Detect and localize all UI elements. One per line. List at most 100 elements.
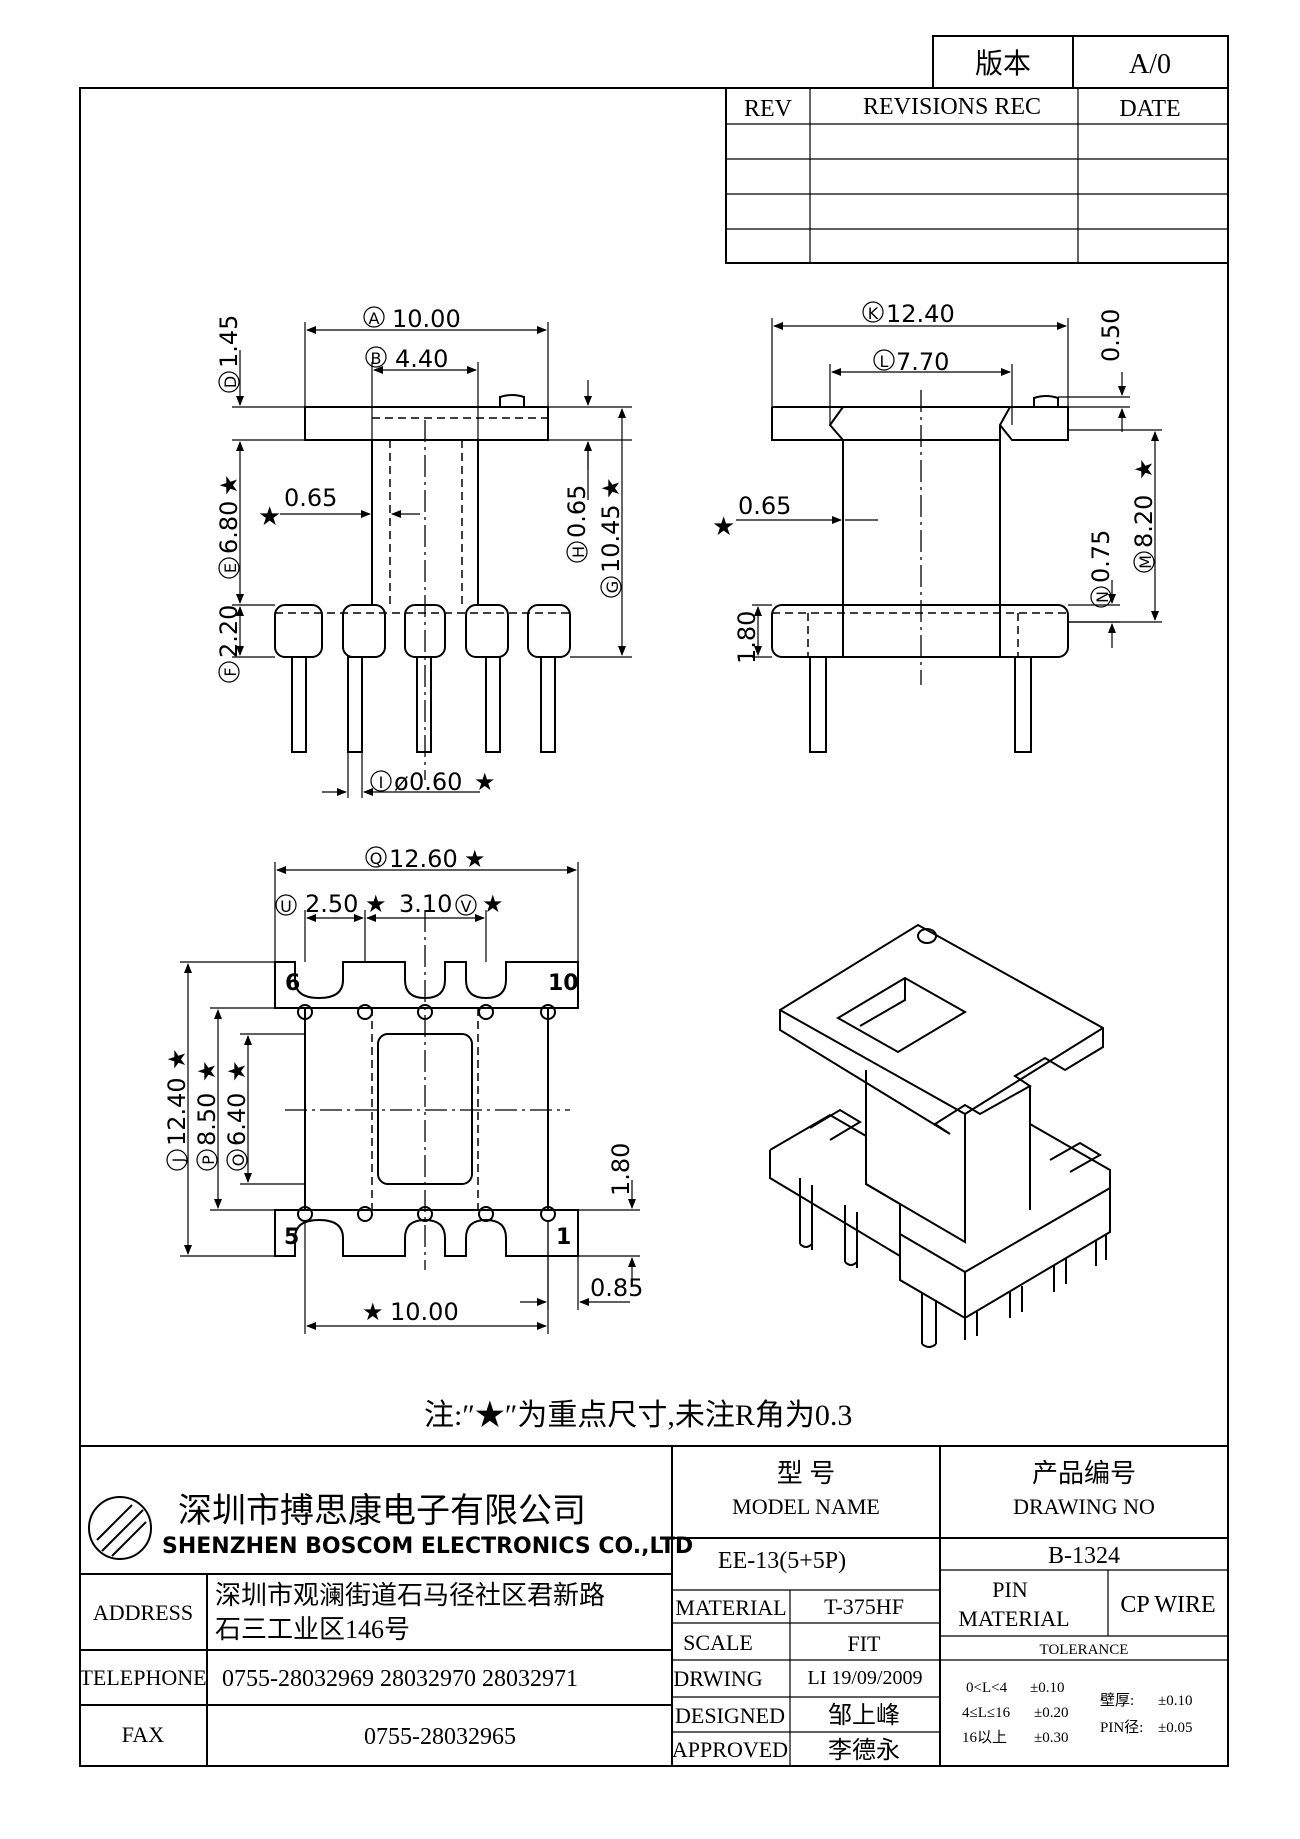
model-value: EE-13(5+5P) (718, 1548, 846, 1574)
pin-dia-tol-value: ±0.05 (1158, 1720, 1192, 1736)
drawing-frame (79, 87, 1229, 1767)
pitch-total-star: ★ (362, 1298, 384, 1326)
dim-letter-v: V (461, 897, 472, 916)
dim-o-star: ★ (223, 1060, 251, 1082)
title-block: 深圳市搏思康电子有限公司 SHENZHEN BOSCOM ELECTRONICS… (79, 1445, 1228, 1766)
material-value: T-375HF (824, 1594, 904, 1619)
version-box: 版本 A/0 (932, 35, 1229, 89)
dim-u-value: 2.50 (305, 890, 358, 918)
dim-j-value: 12.40 (163, 1077, 191, 1146)
dim-m-star: ★ (1130, 458, 1158, 480)
address-line-1: 深圳市观澜街道石马径社区君新路 (215, 1581, 605, 1610)
tol-1-value: ±0.10 (1030, 1680, 1064, 1696)
dim-i-value: 0.60 (409, 768, 462, 796)
dim-letter-m: M (1136, 555, 1155, 569)
revisions-table: REV REVISIONS REC DATE (725, 87, 1229, 264)
dim-letter-g: G (603, 581, 622, 593)
dim-n-value: 0.75 (1087, 530, 1115, 583)
dim-h-value: 0.65 (563, 485, 591, 538)
model-label-en: MODEL NAME (732, 1494, 880, 1519)
dim-l-value: 7.70 (896, 348, 949, 376)
base-r-value: 1.80 (733, 611, 761, 664)
tolerance-label: TOLERANCE (1040, 1642, 1129, 1658)
top-r-value: 0.50 (1097, 309, 1125, 362)
fax-label: FAX (122, 1722, 164, 1747)
dim-g-star: ★ (597, 477, 625, 499)
pin-material-value: CP WIRE (1120, 1592, 1215, 1618)
dim-q-star: ★ (464, 845, 486, 873)
dim-f-value: 2.20 (215, 605, 243, 658)
version-value: A/0 (1129, 49, 1171, 80)
dim-b-value: 4.40 (395, 345, 448, 373)
drawing-label-en: DRAWING NO (1013, 1494, 1155, 1519)
pin-material-label-2: MATERIAL (958, 1606, 1069, 1631)
dim-u-star: ★ (365, 890, 387, 918)
address-line-2: 石三工业区146号 (215, 1615, 410, 1644)
side-1-80-value: 1.80 (607, 1143, 635, 1196)
company-name-en: SHENZHEN BOSCOM ELECTRONICS CO.,LTD (162, 1534, 693, 1559)
drawing-label-cn: 产品编号 (1032, 1459, 1136, 1488)
dim-d-value: 1.45 (215, 315, 243, 368)
scale-label: SCALE (683, 1630, 753, 1655)
dim-p-star: ★ (193, 1060, 221, 1082)
drwing-label: DRWING (673, 1666, 762, 1691)
tol-2-range: 4≤L≤16 (962, 1705, 1011, 1721)
fax-value: 0755-28032965 (364, 1724, 516, 1750)
dim-g-value: 10.45 (597, 504, 625, 573)
designed-label: DESIGNED (675, 1703, 785, 1728)
isometric-view (769, 923, 1111, 1348)
approved-value: 李德永 (828, 1737, 900, 1764)
dim-letter-j: J (169, 1158, 188, 1164)
dim-k-value: 12.40 (886, 300, 955, 328)
drawing-value: B-1324 (1048, 1543, 1120, 1569)
dim-letter-k: K (868, 304, 879, 323)
telephone-label: TELEPHONE (79, 1665, 206, 1690)
pin-label-10: 10 (548, 971, 579, 996)
dim-letter-l: L (880, 352, 889, 371)
dim-letter-h: H (569, 546, 588, 558)
telephone-value: 0755-28032969 28032970 28032971 (222, 1666, 578, 1692)
pin-0-85-value: 0.85 (590, 1274, 643, 1302)
wall-right-value: 0.65 (738, 492, 791, 520)
model-label-cn: 型 号 (777, 1459, 836, 1488)
dim-o-value: 6.40 (223, 1093, 251, 1146)
material-label: MATERIAL (675, 1595, 786, 1620)
front-view: A 10.00 B 4.40 D 1.45 E 6.80 ★ F 2 (215, 305, 632, 798)
dim-letter-q: Q (370, 849, 383, 868)
wall-left-star: ★ (258, 502, 281, 532)
designed-value: 邹上峰 (828, 1702, 900, 1729)
dim-i-phi: ø (394, 768, 409, 796)
version-label: 版本 (975, 48, 1031, 80)
side-view: K 12.40 L 7.70 0.50 M 8.20 ★ (712, 300, 1162, 753)
tol-2-value: ±0.20 (1034, 1705, 1068, 1721)
pin-dia-tol-label: PIN径: (1100, 1719, 1143, 1736)
dim-letter-o: O (229, 1154, 248, 1167)
date-header: DATE (1119, 96, 1180, 122)
dim-j-star: ★ (163, 1048, 191, 1070)
wall-left-value: 0.65 (284, 484, 337, 512)
dim-letter-p: P (199, 1155, 218, 1165)
wall-tol-label: 壁厚: (1100, 1692, 1134, 1709)
pin-label-6: 6 (285, 971, 300, 996)
rev-header: REV (744, 96, 793, 122)
wall-right-star: ★ (712, 512, 735, 542)
dim-a-value: 10.00 (392, 305, 461, 333)
pitch-total-value: 10.00 (390, 1298, 459, 1326)
pin-label-5: 5 (284, 1225, 299, 1250)
scale-value: FIT (848, 1631, 882, 1656)
dim-i-star: ★ (474, 768, 496, 796)
tol-3-range: 16以上 (962, 1729, 1007, 1746)
dim-q-value: 12.60 (389, 845, 458, 873)
dim-v-value: 3.10 (399, 890, 452, 918)
bottom-view: 6 10 5 1 Q 12.60 ★ U 2.50 ★ 3.10 V ★ (163, 845, 643, 1334)
dim-letter-e: E (221, 563, 240, 573)
dim-v-star: ★ (482, 890, 504, 918)
company-logo (88, 1496, 152, 1560)
dim-e-star: ★ (215, 474, 243, 496)
dim-letter-n: N (1093, 591, 1112, 603)
address-label: ADDRESS (93, 1600, 193, 1625)
drawing-note: 注:″★″为重点尺寸,未注R角为0.3 (424, 1399, 852, 1432)
drwing-value: LI 19/09/2009 (808, 1667, 923, 1689)
dim-letter-a: A (369, 309, 380, 328)
